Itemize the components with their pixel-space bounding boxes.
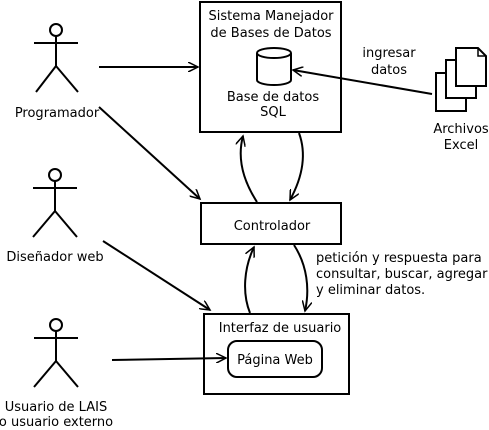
usuario-label-line1: Usuario de LAIS	[5, 400, 107, 415]
disenador-head	[48, 168, 62, 182]
usuario-head	[49, 318, 63, 332]
disenador-label: Diseñador web	[6, 250, 103, 265]
ingresar-label-line1: ingresar	[362, 46, 416, 61]
flow-note-line2: consultar, buscar, agregar	[316, 267, 488, 282]
interfaz-title: Interfaz de usuario	[219, 321, 342, 336]
pagina-web-label: Página Web	[237, 353, 313, 368]
ingresar-label-line2: datos	[371, 63, 407, 78]
database-cylinder-icon	[256, 47, 292, 86]
usuario-actor	[33, 318, 79, 388]
programador-head	[49, 23, 63, 37]
sgbd-box	[199, 1, 342, 133]
files-label-line2: Excel	[444, 138, 478, 153]
arrow-interfaz-to-controlador	[244, 247, 254, 314]
sgbd-title-line2: de Bases de Datos	[210, 26, 331, 41]
controlador-box	[200, 202, 342, 245]
arrow-controlador-to-sgbd	[241, 136, 258, 203]
excel-files-icon	[435, 47, 487, 112]
db-label-line2: SQL	[260, 105, 286, 120]
programador-actor	[34, 23, 79, 93]
pagina-web-box	[227, 340, 323, 378]
db-label-line1: Base de datos	[227, 90, 319, 105]
usuario-label-line2: o usuario externo	[0, 415, 113, 430]
controlador-label: Controlador	[234, 219, 311, 234]
arrows	[98, 67, 433, 360]
arrow-programador-to-controlador	[98, 106, 200, 199]
files-label-line1: Archivos	[433, 122, 489, 137]
arrow-usuario-to-pagina	[111, 358, 226, 360]
arrow-disenador-to-interfaz	[102, 240, 210, 310]
sgbd-title-line1: Sistema Manejador	[208, 9, 334, 24]
programador-label: Programador	[15, 106, 100, 121]
disenador-actor	[32, 168, 78, 238]
flow-note-line3: y eliminar datos.	[316, 283, 425, 298]
arrow-sgbd-to-controlador	[289, 132, 304, 200]
arrow-files-to-database	[293, 70, 433, 95]
flow-note-line1: petición y respuesta para	[316, 251, 482, 266]
arrow-controlador-to-interfaz	[293, 244, 307, 311]
